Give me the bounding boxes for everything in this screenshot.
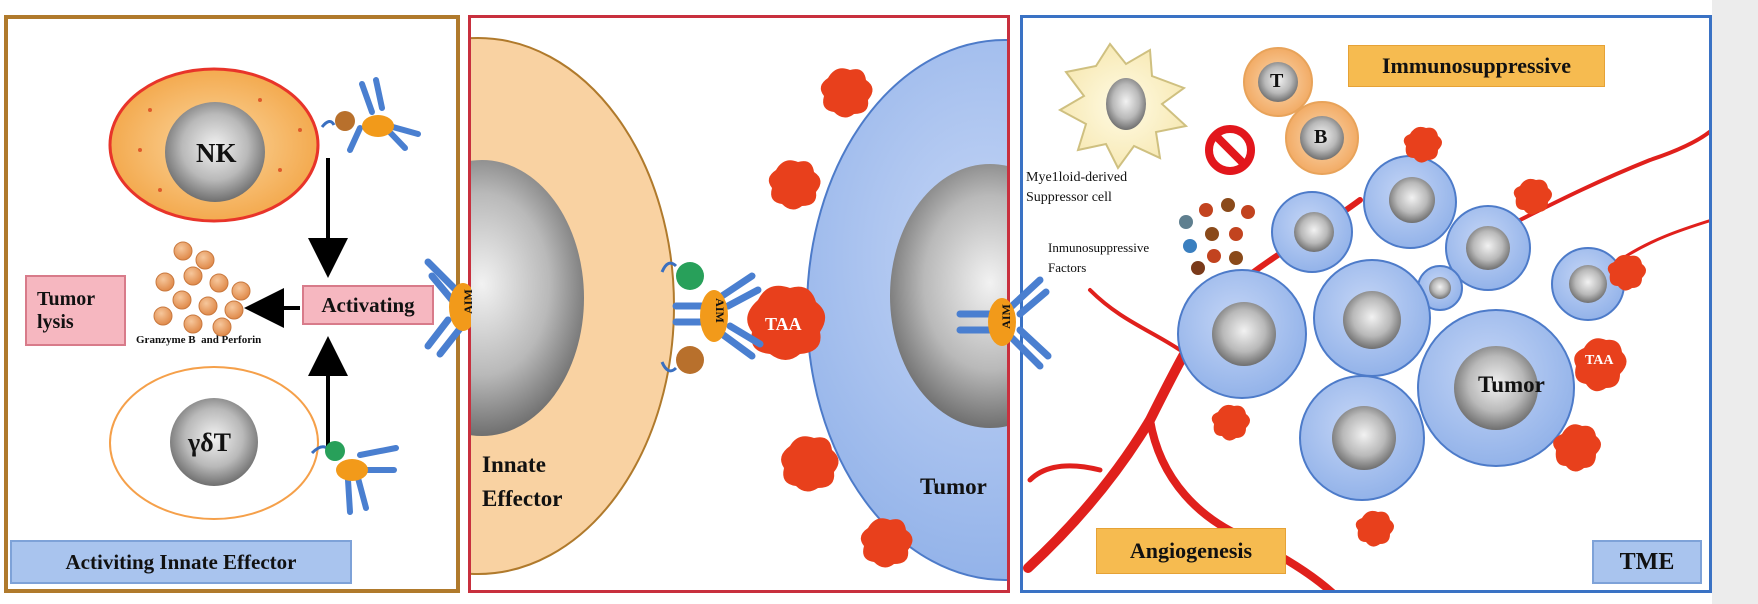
- taa-bound: [747, 285, 826, 360]
- t-cell-label: T: [1270, 70, 1284, 92]
- tumor-cell-small-3: [1445, 205, 1531, 291]
- gdt-cell: [109, 366, 319, 520]
- tumor-cluster: [1177, 155, 1625, 501]
- tumor-cell-small-1: [1363, 155, 1457, 249]
- tme-label-box: TME: [1592, 540, 1702, 584]
- boundary-aim-antibody-2: [956, 276, 1052, 370]
- t-cell: [1243, 47, 1313, 117]
- tumor-cell-medium-1: [1177, 269, 1307, 399]
- taa-blobs-panel2: [768, 68, 913, 568]
- angiogenesis-box: Angiogenesis: [1096, 528, 1286, 574]
- taa-label-panel3: TAA: [1585, 353, 1614, 368]
- inhibition-icon: [1205, 125, 1255, 175]
- gdt-aim-antibody-icon: [310, 441, 399, 515]
- b-cell-label: B: [1314, 126, 1328, 148]
- nk-cell: [108, 67, 320, 223]
- central-aim-label: AIM: [712, 298, 727, 323]
- activating-box: Activating: [302, 285, 434, 325]
- immunosuppressive-factor-dots: [1179, 198, 1255, 275]
- panel1-title-box: Activiting Innate Effector: [10, 540, 352, 584]
- nk-aim-antibody-icon: [320, 77, 421, 153]
- innate-effector-cell: [471, 37, 675, 575]
- tumor-label-panel3: Tumor: [1478, 372, 1545, 397]
- tumor-label-panel2: Tumor: [920, 474, 987, 499]
- boundary-aim-label: AIM: [460, 289, 475, 314]
- tumor-cell-small-2: [1271, 191, 1353, 273]
- tumor-cell-medium-2: [1313, 259, 1431, 377]
- gdt-label: γδT: [188, 428, 231, 457]
- boundary-aim-label-2: AIM: [998, 304, 1013, 329]
- tumor-cell-large-p3: [1417, 309, 1575, 467]
- central-aim-antibody: [660, 261, 764, 374]
- arrows: [244, 158, 348, 448]
- tumor-cell-tiny: [1417, 265, 1463, 311]
- immunosuppressive-box: Immunosuppressive: [1348, 45, 1605, 87]
- taa-label-bound: TAA: [765, 314, 802, 334]
- nk-label: NK: [196, 138, 237, 168]
- right-margin-strip: [1712, 0, 1758, 604]
- taa-blobs-panel3: [1211, 126, 1646, 547]
- tumor-lysis-box: Tumor lysis: [25, 275, 126, 346]
- nk-dots: [138, 98, 302, 192]
- mdsc-label: Mye1loid-derived Suppressor cell: [1026, 170, 1128, 205]
- mdsc-cell: [1057, 42, 1189, 170]
- granzyme-granules: [153, 241, 251, 337]
- immunosuppressive-factors-label: Inmunosuppressive Factors: [1048, 240, 1150, 275]
- granzyme-label: Granzyme B and Perforin: [136, 334, 262, 346]
- innate-effector-label: Innate Effector: [482, 452, 563, 511]
- b-cell: [1285, 101, 1359, 175]
- tumor-cell-large: [806, 39, 1007, 581]
- tumor-cell-medium-3: [1299, 375, 1425, 501]
